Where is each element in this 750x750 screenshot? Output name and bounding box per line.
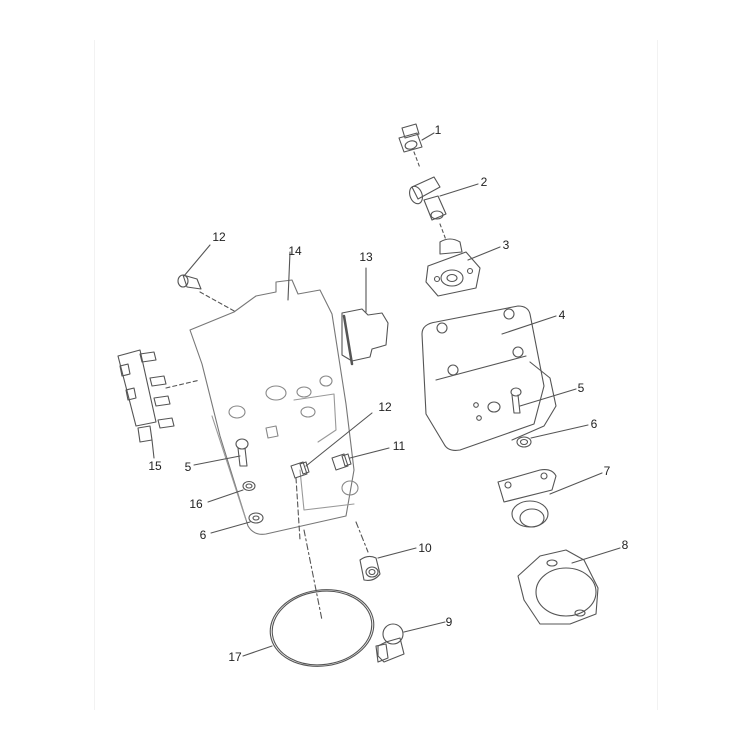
part-16-seal[interactable] — [207, 480, 256, 503]
part-6-seal-right[interactable] — [516, 424, 589, 448]
callout-11[interactable]: 11 — [392, 439, 406, 453]
callout-17[interactable]: 17 — [228, 650, 242, 664]
callout-6-right[interactable]: 6 — [590, 417, 598, 431]
callout-5-left[interactable]: 5 — [184, 460, 192, 474]
callout-13[interactable]: 13 — [359, 250, 373, 264]
callout-16[interactable]: 16 — [189, 497, 203, 511]
callout-3[interactable]: 3 — [502, 238, 510, 252]
callout-1[interactable]: 1 — [434, 123, 442, 137]
part-2-elbow-fitting[interactable] — [407, 176, 479, 221]
callout-12-top[interactable]: 12 — [212, 230, 226, 244]
part-9-elbow[interactable] — [375, 621, 446, 663]
part-1-banjo-bolt[interactable] — [398, 123, 435, 153]
part-6-seal-left[interactable] — [210, 512, 264, 534]
part-13-sensor-block[interactable] — [341, 267, 389, 366]
part-11-fitting[interactable] — [331, 447, 390, 471]
callout-6-left[interactable]: 6 — [199, 528, 207, 542]
callout-5-right[interactable]: 5 — [577, 381, 585, 395]
drawing-frame — [94, 40, 658, 710]
part-12-fitting-top[interactable] — [177, 244, 211, 290]
callout-4[interactable]: 4 — [558, 308, 566, 322]
callout-7[interactable]: 7 — [603, 464, 611, 478]
part-7-flange-adaptor[interactable] — [497, 469, 603, 528]
callout-15[interactable]: 15 — [148, 459, 162, 473]
callout-12-lower[interactable]: 12 — [378, 400, 392, 414]
part-3-pressure-flange[interactable] — [425, 238, 501, 297]
part-14-pump-housing[interactable] — [189, 251, 359, 535]
part-17-o-ring[interactable] — [242, 583, 379, 673]
callout-14[interactable]: 14 — [288, 244, 302, 258]
part-8-gasket[interactable] — [517, 547, 621, 625]
part-12-fitting-lower[interactable] — [290, 412, 373, 479]
part-5-bolt-right[interactable] — [510, 387, 577, 414]
part-10-fitting[interactable] — [359, 547, 417, 581]
part-5-bolt-left[interactable] — [193, 438, 249, 467]
part-15-injector-rail[interactable] — [117, 349, 175, 459]
callout-9[interactable]: 9 — [445, 615, 453, 629]
callout-2[interactable]: 2 — [480, 175, 488, 189]
callout-10[interactable]: 10 — [418, 541, 432, 555]
part-4-pump-cover[interactable] — [421, 305, 557, 451]
callout-8[interactable]: 8 — [621, 538, 629, 552]
